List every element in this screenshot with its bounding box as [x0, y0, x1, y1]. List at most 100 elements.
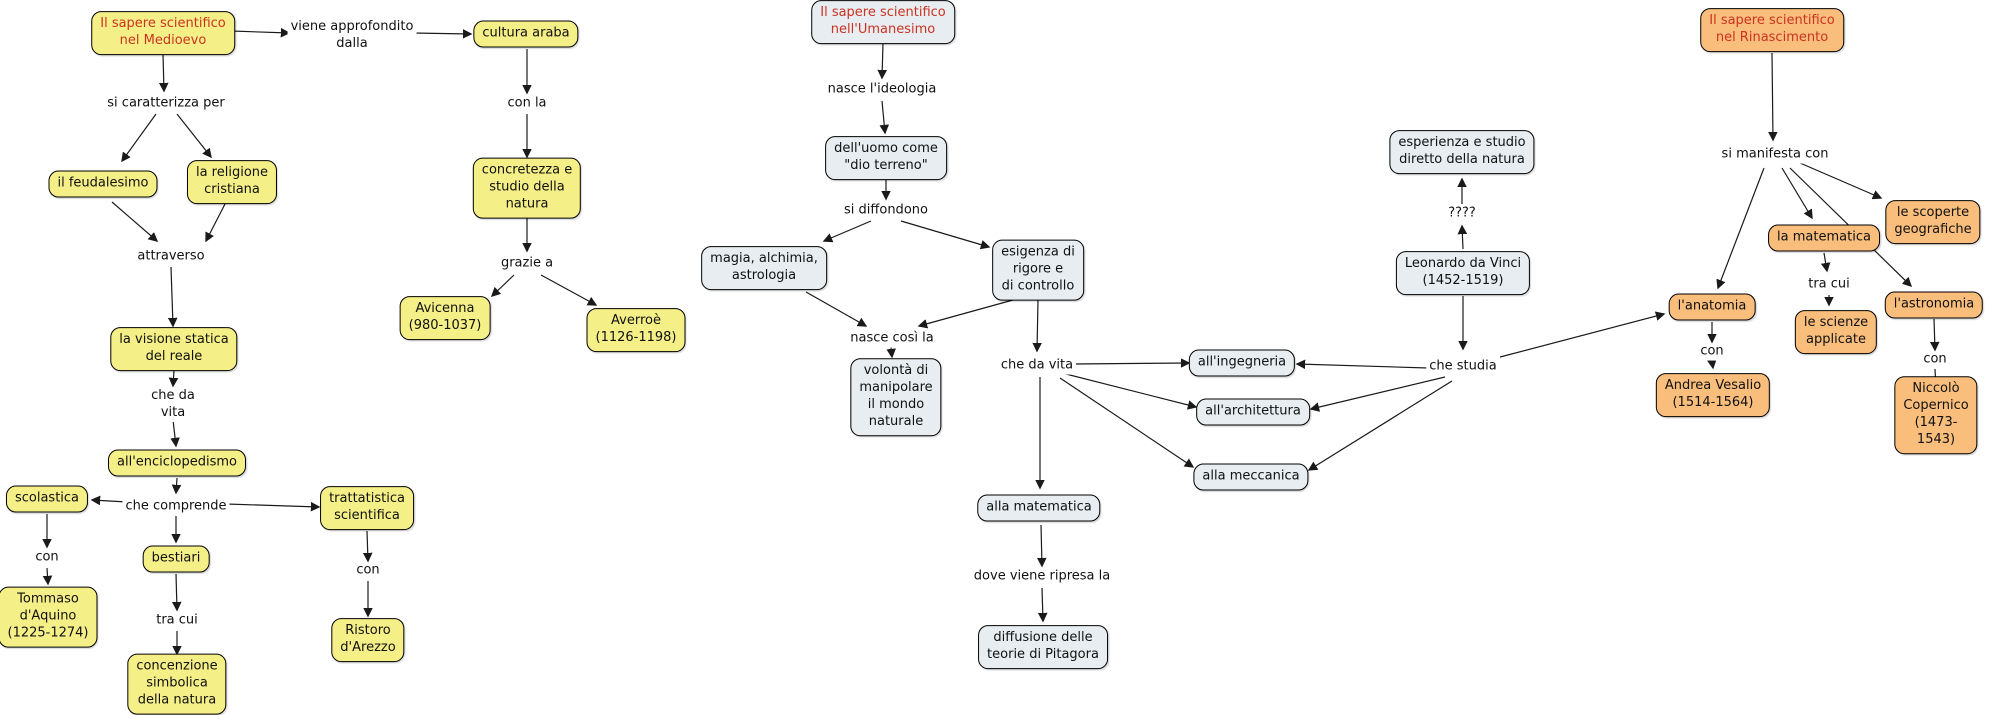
concept-sapere-umanesimo[interactable]: Il sapere scientifico nell'Umanesimo: [811, 0, 955, 44]
link-con-astronomia[interactable]: con: [1920, 351, 1950, 369]
concept-scolastica[interactable]: scolastica: [5, 485, 89, 513]
link-attraverso[interactable]: attraverso: [134, 248, 208, 266]
arrow-connector: [168, 369, 179, 388]
arrow-connector: [1295, 359, 1429, 370]
concept-concezione-simbolica[interactable]: concenzione simbolica della natura: [127, 653, 227, 715]
concept-teorie-pitagora[interactable]: diffusione delle teorie di Pitagora: [978, 625, 1108, 669]
arrow-connector: [1072, 358, 1191, 368]
arrow-connector: [121, 113, 157, 163]
link-con-trattatistica[interactable]: con: [353, 562, 383, 580]
concept-magia-alchimia[interactable]: magia, alchimia, astrologia: [701, 246, 827, 290]
link-con-la[interactable]: con la: [504, 95, 550, 113]
concept-uomo-dio-terreno[interactable]: dell'uomo come "dio terreno": [825, 136, 947, 180]
arrow-connector: [879, 100, 890, 135]
concept-meccanica[interactable]: alla meccanica: [1193, 463, 1309, 491]
link-che-da-vita-medioevo[interactable]: che da vita: [148, 388, 198, 422]
concept-andrea-vesalio[interactable]: Andrea Vesalio (1514-1564): [1655, 373, 1771, 417]
link-con-anatomia[interactable]: con: [1697, 343, 1727, 361]
concept-feudalesimo[interactable]: il feudalesimo: [48, 170, 158, 198]
arrow-connector: [1037, 524, 1047, 568]
arrow-connector: [111, 201, 159, 242]
arrow-connector: [171, 477, 182, 495]
link-viene-approfondito-dalla[interactable]: viene approfondito dalla: [287, 19, 417, 53]
arrow-connector: [1457, 224, 1468, 250]
arrow-connector: [877, 42, 888, 80]
concept-esperienza-studio[interactable]: esperienza e studio diretto della natura: [1389, 130, 1535, 174]
link-che-comprende[interactable]: che comprende: [122, 498, 230, 516]
arrow-connector: [1781, 167, 1813, 220]
concept-leonardo-da-vinci[interactable]: Leonardo da Vinci (1452-1519): [1395, 251, 1531, 295]
arrow-connector: [170, 419, 180, 448]
arrow-connector: [411, 29, 473, 39]
arrow-connector: [1307, 380, 1453, 471]
arrow-connector: [490, 274, 515, 297]
arrow-connector: [90, 495, 128, 506]
concept-alla-matematica[interactable]: alla matematica: [977, 494, 1101, 522]
link-si-manifesta-con[interactable]: si manifesta con: [1718, 146, 1832, 164]
arrow-connector: [540, 274, 598, 306]
arrow-connector: [225, 501, 321, 512]
concept-enciclopedismo[interactable]: all'enciclopedismo: [108, 449, 246, 477]
arrow-connector: [1057, 371, 1198, 410]
concept-niccolo-copernico[interactable]: Niccolò Copernico (1473-1543): [1894, 376, 1978, 454]
arrow-connector: [917, 299, 1014, 329]
arrow-connector: [167, 266, 178, 328]
concept-averroe[interactable]: Averroè (1126-1198): [586, 308, 686, 352]
concept-architettura[interactable]: all'architettura: [1196, 398, 1310, 426]
arrow-connector: [1032, 299, 1042, 353]
concept-sapere-rinascimento[interactable]: Il sapere scientifico nel Rinascimento: [1700, 8, 1844, 52]
concept-esigenza-rigore[interactable]: esigenza di rigore e di controllo: [992, 239, 1084, 301]
arrow-connector: [42, 567, 53, 586]
arrow-connector: [1799, 162, 1883, 200]
arrow-connector: [900, 220, 991, 250]
concept-concretezza-natura[interactable]: concretezza e studio della natura: [472, 157, 582, 219]
arrow-connector: [1929, 318, 1940, 352]
concept-cultura-araba[interactable]: cultura araba: [473, 20, 579, 48]
link-che-studia[interactable]: che studia: [1426, 358, 1500, 376]
concept-ingegneria[interactable]: all'ingegneria: [1188, 349, 1296, 377]
arrow-connector: [822, 220, 872, 243]
concept-sapere-medioevo[interactable]: Il sapere scientifico nel Medioevo: [91, 11, 235, 55]
link-dove-viene-ripresa-la[interactable]: dove viene ripresa la: [970, 568, 1114, 586]
concept-bestiari[interactable]: bestiari: [142, 545, 210, 573]
arrow-connector: [1037, 587, 1048, 623]
link-si-caratterizza-per[interactable]: si caratterizza per: [104, 95, 228, 113]
arrow-connector: [805, 291, 868, 327]
arrow-connector: [176, 113, 212, 159]
arrow-connector: [1309, 376, 1446, 412]
arrow-connector: [158, 53, 169, 93]
arrow-connector: [1059, 377, 1195, 468]
link-tra-cui-matematica[interactable]: tra cui: [1805, 276, 1853, 294]
concept-ristoro-darezzo[interactable]: Ristoro d'Arezzo: [331, 618, 405, 662]
arrow-connector: [1707, 359, 1717, 370]
arrow-connector: [362, 530, 373, 563]
concept-avicenna[interactable]: Avicenna (980-1037): [399, 296, 491, 340]
concept-astronomia[interactable]: l'astronomia: [1884, 291, 1984, 319]
link-che-da-vita-umanesimo[interactable]: che da vita: [997, 357, 1077, 375]
link-grazie-a[interactable]: grazie a: [497, 255, 557, 273]
link-si-diffondono[interactable]: si diffondono: [841, 202, 931, 220]
arrow-connector: [1768, 52, 1778, 142]
arrow-connector: [1716, 167, 1765, 290]
concept-religione-cristiana[interactable]: la religione cristiana: [186, 160, 278, 204]
arrow-connector: [1820, 252, 1831, 273]
arrow-connector: [171, 573, 182, 612]
concept-scienze-applicate[interactable]: le scienze applicate: [1794, 310, 1878, 354]
arrow-connector: [886, 346, 896, 359]
link-nasce-ideologia[interactable]: nasce l'ideologia: [824, 81, 940, 99]
concept-trattatistica[interactable]: trattatistica scientifica: [320, 486, 414, 530]
arrow-connector: [205, 203, 226, 243]
link-con-scolastica[interactable]: con: [32, 549, 62, 567]
concept-scoperte-geografiche[interactable]: le scoperte geografiche: [1885, 200, 1981, 244]
arrow-connector: [1499, 311, 1666, 358]
concept-tommaso-daquino[interactable]: Tommaso d'Aquino (1225-1274): [0, 586, 98, 648]
link-question-marks[interactable]: ????: [1445, 205, 1479, 223]
concept-volonta-manipolare[interactable]: volontà di manipolare il mondo naturale: [850, 358, 942, 436]
link-tra-cui-bestiari[interactable]: tra cui: [153, 612, 201, 630]
concept-la-matematica[interactable]: la matematica: [1768, 224, 1880, 252]
concept-visione-statica[interactable]: la visione statica del reale: [110, 327, 238, 371]
link-nasce-cosi-la[interactable]: nasce così la: [847, 330, 937, 348]
concept-anatomia[interactable]: l'anatomia: [1668, 293, 1756, 321]
